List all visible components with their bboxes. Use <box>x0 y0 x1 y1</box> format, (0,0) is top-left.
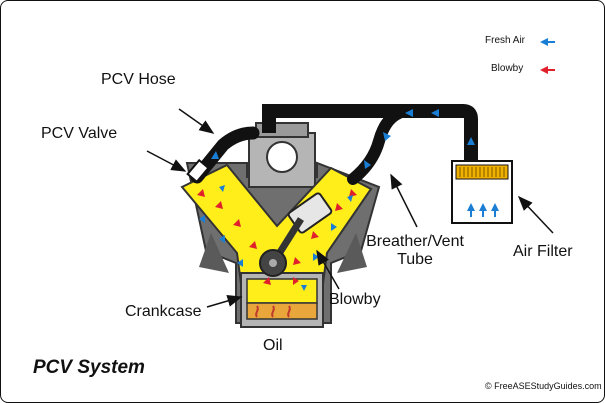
crankcase-label: Crankcase <box>125 303 202 320</box>
legend-fresh-air-label: Fresh Air <box>485 35 526 46</box>
pcv-hose <box>190 126 260 184</box>
pcv-valve-label: PCV Valve <box>41 125 118 142</box>
oil-pan <box>240 272 324 328</box>
fresh-air-arrows <box>211 109 499 217</box>
oil-label: Oil <box>263 337 283 354</box>
air-filter-label: Air Filter <box>513 243 573 260</box>
cylinder-head <box>248 122 316 188</box>
breather-tube-label: Breather/Vent Tube <box>365 233 465 269</box>
breather-line1: Breather/Vent <box>366 233 464 250</box>
legend-blowby-arrow <box>540 66 555 74</box>
legend-fresh-air-arrow <box>540 38 555 46</box>
piston-assembly <box>259 192 333 277</box>
breather-line2: Tube <box>397 251 433 268</box>
intake-duct <box>262 104 478 161</box>
pcv-valve <box>186 158 210 184</box>
diagram-title: PCV System <box>33 357 145 378</box>
crankcase-flow-arrows <box>197 185 357 291</box>
legend-blowby-label: Blowby <box>491 63 524 74</box>
pointer-lines <box>146 108 554 308</box>
pcv-hose-label: PCV Hose <box>101 71 176 88</box>
breather-tube <box>347 107 405 185</box>
credit-text: © FreeASEStudyGuides.com <box>485 381 602 391</box>
blowby-label: Blowby <box>329 291 381 308</box>
